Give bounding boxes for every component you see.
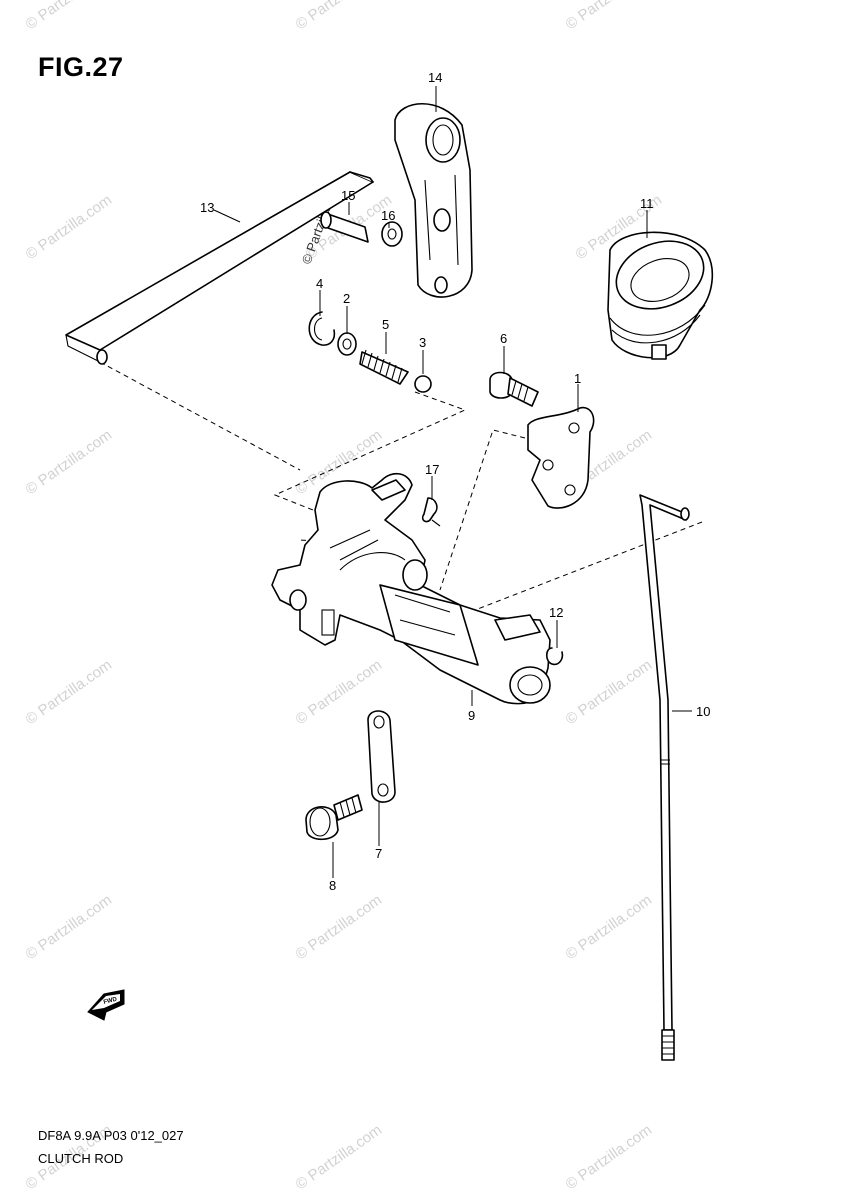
watermark: © Partzilla.com bbox=[563, 891, 656, 963]
watermark: © Partzilla.com bbox=[23, 656, 116, 728]
part-8-bolt bbox=[305, 794, 363, 841]
part-13-clutch-rod-upper bbox=[65, 171, 374, 366]
watermark: © Partzilla.com bbox=[23, 191, 116, 263]
watermark: © Partzilla.com bbox=[563, 0, 656, 33]
part-7-link bbox=[367, 710, 396, 803]
callout-12: 12 bbox=[549, 605, 563, 620]
part-10-clutch-rod-lower bbox=[639, 494, 690, 1061]
callout-10: 10 bbox=[696, 704, 710, 719]
fwd-label: FWD bbox=[103, 996, 118, 1006]
part-12-clip bbox=[545, 647, 564, 666]
part-11-grommet bbox=[607, 231, 714, 360]
callout-6: 6 bbox=[500, 331, 507, 346]
part-5-spring bbox=[359, 349, 409, 385]
watermark: © Partzilla.com bbox=[563, 1121, 656, 1193]
callout-11: 11 bbox=[640, 196, 654, 211]
assembly-guide-lines bbox=[99, 361, 703, 613]
part-4-circlip bbox=[308, 311, 336, 346]
callout-4: 4 bbox=[316, 276, 323, 291]
callout-13: 13 bbox=[200, 200, 214, 215]
figure-title: FIG.27 bbox=[38, 52, 124, 82]
watermark: © Partzilla.com bbox=[293, 891, 386, 963]
part-17-clip bbox=[421, 497, 441, 527]
callout-15: 15 bbox=[341, 188, 355, 203]
callout-17: 17 bbox=[425, 462, 439, 477]
part-2-washer bbox=[337, 332, 357, 356]
part-6-screw bbox=[489, 371, 539, 407]
watermark: © Partzilla.com bbox=[23, 891, 116, 963]
callout-16: 16 bbox=[381, 208, 395, 223]
watermark: © Partzilla.com bbox=[23, 426, 116, 498]
callout-14: 14 bbox=[428, 70, 442, 85]
callout-7: 7 bbox=[375, 846, 382, 861]
watermark: © Partzilla.com bbox=[23, 0, 116, 33]
watermark: © Partzilla.com bbox=[293, 1121, 386, 1193]
watermark: © Partzilla.com bbox=[293, 0, 386, 33]
leader-lines bbox=[213, 86, 692, 878]
figure-code: DF8A 9.9A P03 0'12_027 bbox=[38, 1128, 184, 1143]
callout-1: 1 bbox=[574, 371, 581, 386]
callout-8: 8 bbox=[329, 878, 336, 893]
part-9-clutch-shaft bbox=[271, 472, 551, 705]
part-15-pin bbox=[320, 211, 369, 243]
part-1-plate bbox=[527, 406, 595, 509]
callout-3: 3 bbox=[419, 335, 426, 350]
watermark: © Partzilla.com bbox=[563, 656, 656, 728]
part-3-ball bbox=[414, 375, 432, 393]
figure-name: CLUTCH ROD bbox=[38, 1151, 124, 1166]
callout-5: 5 bbox=[382, 317, 389, 332]
callout-9: 9 bbox=[468, 708, 475, 723]
callout-labels: 14 13 15 16 11 4 2 5 3 6 1 17 12 9 10 7 … bbox=[200, 70, 710, 893]
part-16-washer bbox=[381, 221, 403, 247]
fwd-arrow-icon: FWD bbox=[87, 989, 125, 1021]
part-14-shift-lever bbox=[394, 102, 473, 298]
callout-2: 2 bbox=[343, 291, 350, 306]
